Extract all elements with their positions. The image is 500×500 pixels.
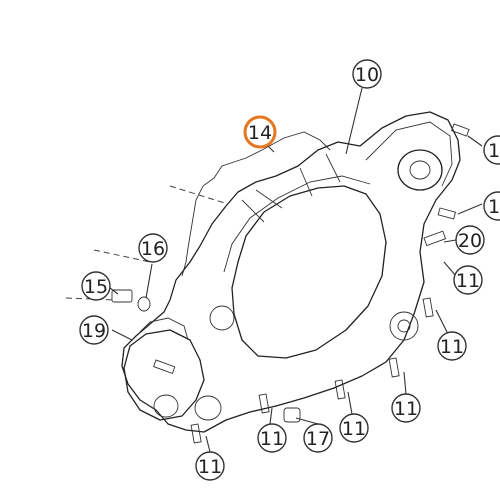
pump-port-1 (153, 394, 179, 418)
callout-14: 14 (243, 115, 277, 149)
callout-1-middle: 1 (483, 191, 500, 221)
leader-lines (109, 87, 483, 453)
callout-11-a: 11 (453, 265, 483, 295)
spring-part (111, 289, 133, 303)
bolt (153, 123, 470, 444)
callout-17: 17 (303, 423, 333, 453)
svg-text:11: 11 (260, 428, 284, 450)
svg-text:19: 19 (82, 320, 106, 342)
callout-10: 10 (352, 59, 382, 89)
svg-text:1: 1 (488, 196, 500, 218)
svg-text:11: 11 (342, 418, 366, 440)
svg-text:11: 11 (198, 456, 222, 478)
clutch-cover-outline (121, 111, 461, 433)
svg-text:10: 10 (355, 64, 379, 86)
bearing-boss (397, 149, 443, 191)
cover-inner-rim (231, 185, 387, 359)
svg-text:17: 17 (306, 428, 330, 450)
hose-fitting (139, 317, 189, 341)
svg-text:15: 15 (84, 276, 108, 298)
callout-11-b: 11 (437, 331, 467, 361)
callout-19: 19 (79, 315, 109, 345)
callout-11-e: 11 (339, 413, 369, 443)
svg-text:1: 1 (488, 140, 500, 162)
svg-text:16: 16 (141, 238, 165, 260)
svg-text:11: 11 (456, 270, 480, 292)
pump-port-3 (209, 305, 235, 331)
callout-15: 15 (81, 271, 111, 301)
lower-boss (389, 311, 419, 341)
assembly-line-upper (169, 185, 229, 205)
svg-text:11: 11 (394, 398, 418, 420)
callout-20: 20 (455, 225, 485, 255)
gasket-outline (181, 131, 331, 277)
svg-text:14: 14 (248, 122, 272, 144)
pump-port-2 (194, 395, 222, 421)
pump-housing (123, 329, 205, 421)
svg-text:20: 20 (458, 230, 482, 252)
cover-inner-edge (223, 175, 371, 273)
svg-text:11: 11 (440, 336, 464, 358)
callout-11-f: 11 (195, 451, 225, 481)
callout-11-c: 11 (391, 393, 421, 423)
washer-part (137, 296, 151, 312)
callout-16: 16 (138, 233, 168, 263)
callout-11-d: 11 (257, 423, 287, 453)
bearing-boss-inner (409, 160, 431, 180)
lower-boss-inner (397, 319, 411, 333)
callout-1-upper: 1 (483, 135, 500, 165)
sleeve-part (283, 407, 301, 423)
cover-rib (241, 153, 341, 223)
upper-arm (365, 121, 453, 187)
